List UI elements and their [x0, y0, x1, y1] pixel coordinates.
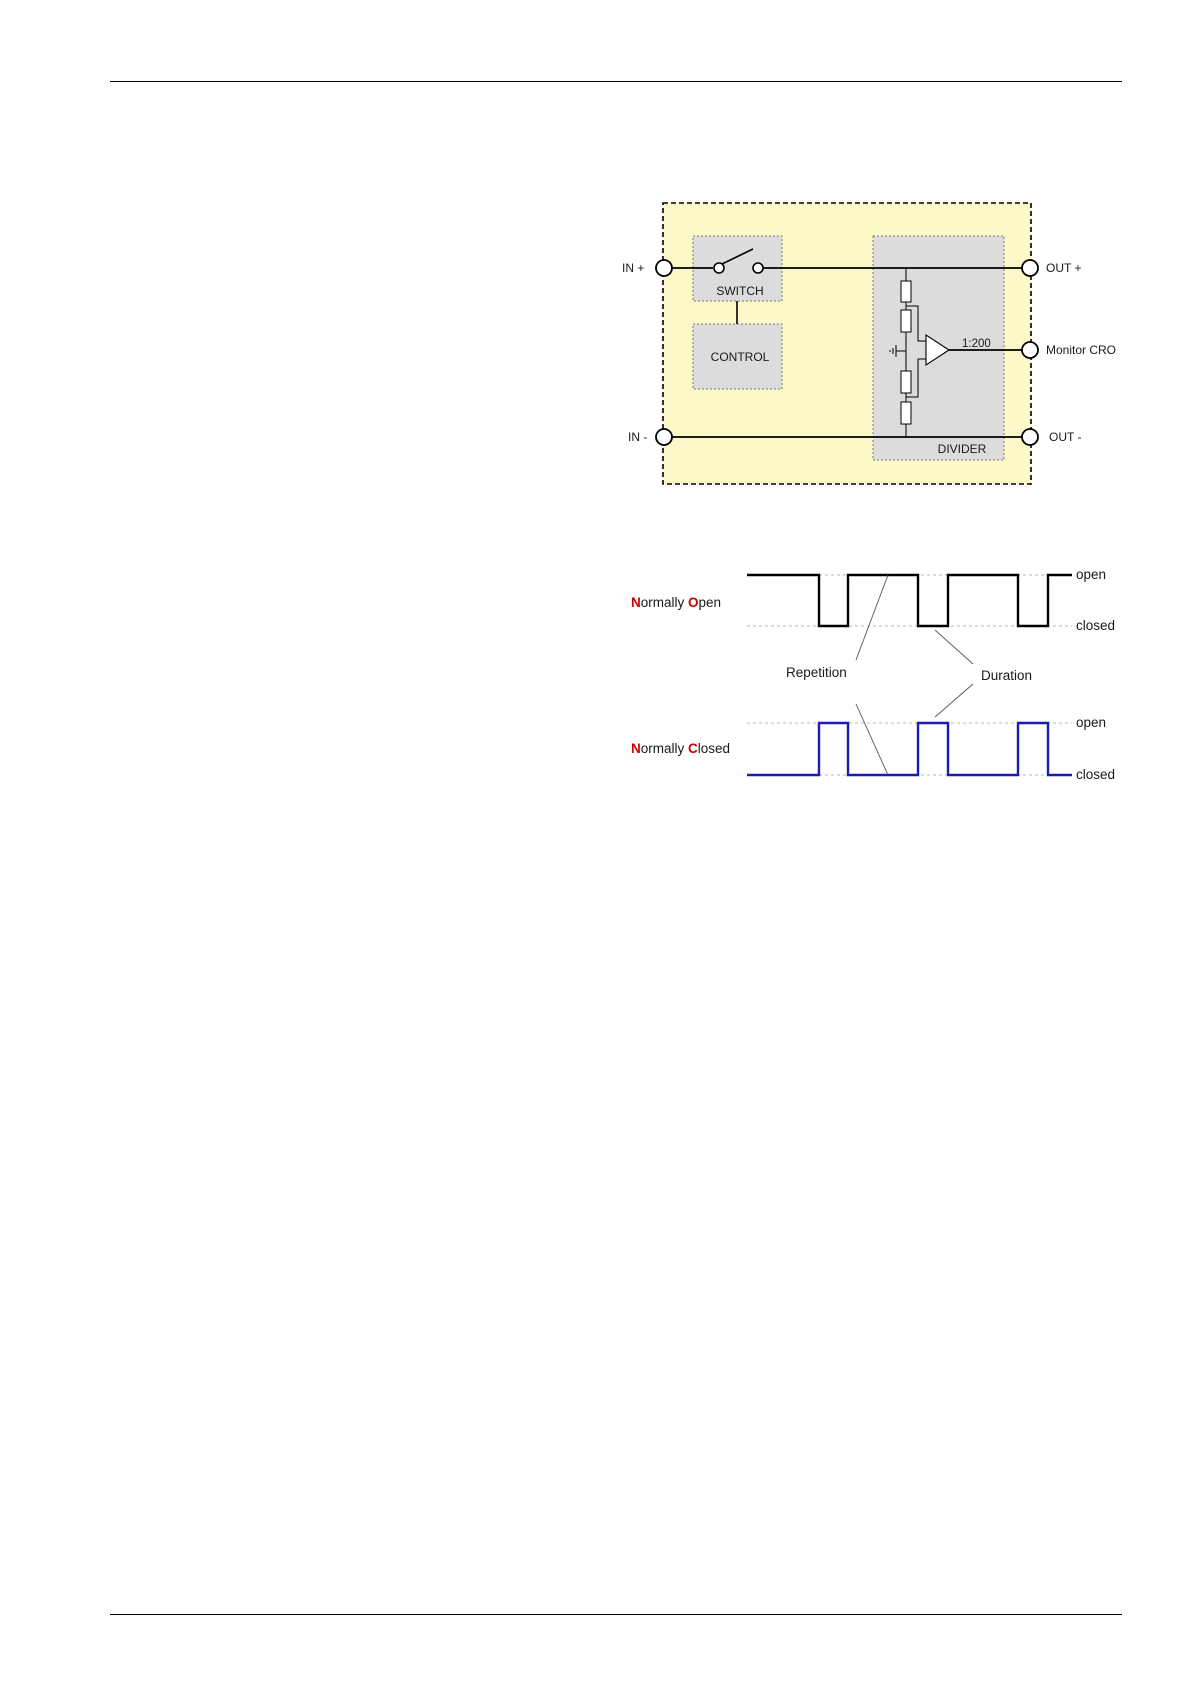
block-diagram: SWITCH CONTROL DIVIDER [622, 203, 1116, 484]
normally-closed-initial-c: C [688, 741, 698, 756]
label-out-minus: OUT - [1049, 430, 1081, 444]
normally-closed-label: Normally Closed [631, 741, 730, 756]
normally-closed-initial-n: N [631, 741, 641, 756]
closed-label-top: closed [1076, 618, 1115, 633]
open-label-bottom: open [1076, 715, 1106, 730]
label-in-minus: IN - [628, 430, 647, 444]
normally-open-initial-n: N [631, 595, 641, 610]
ratio-label: 1:200 [962, 338, 991, 350]
switch-contact-right [753, 263, 763, 273]
terminal-out-minus [1022, 429, 1038, 445]
open-label-top: open [1076, 567, 1106, 582]
normally-open-waveform [747, 575, 1072, 626]
timing-diagram: Repetition Duration open closed open clo… [631, 567, 1115, 782]
terminal-out-plus [1022, 260, 1038, 276]
terminal-in-plus [656, 260, 672, 276]
callout-lines [856, 575, 973, 775]
label-out-plus: OUT + [1046, 261, 1081, 275]
normally-open-label: Normally Open [631, 595, 721, 610]
duration-label: Duration [981, 668, 1032, 683]
switch-label: SWITCH [716, 284, 763, 298]
repetition-label: Repetition [786, 665, 847, 680]
normally-open-initial-o: O [688, 595, 699, 610]
control-label: CONTROL [711, 350, 770, 364]
label-monitor: Monitor CRO [1046, 343, 1116, 357]
label-in-plus: IN + [622, 261, 644, 275]
terminal-in-minus [656, 429, 672, 445]
normally-closed-waveform [747, 723, 1072, 775]
closed-label-bottom: closed [1076, 767, 1115, 782]
terminal-monitor [1022, 342, 1038, 358]
divider-label: DIVIDER [938, 442, 987, 456]
